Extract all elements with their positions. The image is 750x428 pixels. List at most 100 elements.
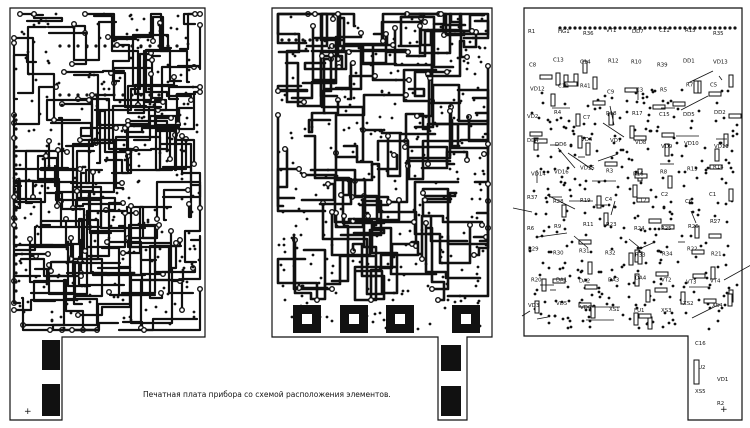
- via-hole: [547, 225, 551, 229]
- via-hole: [729, 166, 733, 170]
- solder-pad: [196, 204, 203, 211]
- ic-pin-pad: [301, 38, 305, 42]
- via-hole: [69, 254, 73, 258]
- via-hole: [185, 285, 189, 289]
- via-hole: [668, 210, 672, 214]
- solder-pad: [196, 83, 203, 90]
- via-hole: [727, 286, 731, 290]
- via-hole: [351, 150, 355, 154]
- ic-pin-pad: [573, 26, 577, 30]
- via-hole: [93, 137, 97, 141]
- component-body: [714, 148, 720, 162]
- via-hole: [23, 216, 27, 220]
- via-hole: [439, 25, 443, 29]
- via-hole: [166, 136, 170, 140]
- copper-trace: [369, 240, 420, 302]
- via-hole: [392, 255, 396, 259]
- component-designator: R17: [632, 111, 643, 117]
- ic-pin-pad: [76, 93, 80, 97]
- component-lead: [723, 265, 750, 281]
- solder-pad: [325, 180, 332, 187]
- via-hole: [614, 193, 618, 197]
- via-hole: [708, 283, 712, 287]
- copper-trace: [155, 180, 202, 264]
- component-designator: C14: [580, 59, 591, 65]
- copper-trace: [49, 121, 118, 138]
- via-hole: [282, 243, 286, 247]
- via-hole: [293, 54, 297, 58]
- via-hole: [587, 315, 591, 319]
- ic-pin-pad: [14, 244, 18, 248]
- via-hole: [669, 217, 673, 221]
- via-hole: [573, 177, 577, 181]
- via-hole: [408, 41, 412, 45]
- solder-pad: [338, 191, 345, 198]
- solder-pad: [471, 251, 478, 258]
- via-hole: [566, 166, 570, 170]
- component-body: [578, 239, 592, 245]
- via-hole: [576, 268, 580, 272]
- via-hole: [703, 146, 707, 150]
- component-designator: FU2: [695, 365, 705, 371]
- copper-trace: [421, 187, 490, 246]
- component-designator: DD4: [527, 138, 539, 144]
- via-hole: [374, 52, 378, 56]
- via-hole: [15, 205, 19, 209]
- via-hole: [122, 143, 126, 147]
- via-hole: [537, 116, 541, 120]
- via-hole: [392, 37, 396, 41]
- component-designator: DD5: [683, 112, 695, 118]
- via-hole: [22, 32, 26, 36]
- via-hole: [59, 315, 63, 319]
- via-hole: [54, 12, 58, 16]
- component-designator: R14: [713, 165, 724, 171]
- via-hole: [280, 98, 284, 102]
- via-hole: [598, 295, 602, 299]
- via-hole: [452, 116, 456, 120]
- via-hole: [112, 201, 116, 205]
- via-hole: [692, 290, 696, 294]
- via-hole: [580, 259, 584, 263]
- via-hole: [281, 284, 285, 288]
- fuse-body: [693, 359, 700, 385]
- via-hole: [460, 141, 464, 145]
- via-hole: [292, 264, 296, 268]
- via-hole: [605, 302, 609, 306]
- via-hole: [680, 234, 684, 238]
- via-hole: [618, 116, 622, 120]
- via-hole: [528, 249, 532, 253]
- via-hole: [457, 144, 461, 148]
- ic-pin-pad: [723, 26, 727, 30]
- via-hole: [539, 167, 543, 171]
- via-hole: [478, 182, 482, 186]
- via-hole: [418, 252, 422, 256]
- ic-pin-pad: [623, 26, 627, 30]
- via-hole: [327, 122, 331, 126]
- solder-pad: [385, 132, 392, 139]
- component-designator: DD1: [683, 58, 695, 64]
- via-hole: [187, 68, 191, 72]
- ic-pin-pad: [103, 93, 107, 97]
- via-hole: [378, 115, 382, 119]
- via-hole: [655, 129, 659, 133]
- via-hole: [656, 249, 660, 253]
- via-hole: [107, 87, 111, 91]
- via-hole: [291, 76, 295, 80]
- via-hole: [393, 179, 397, 183]
- solder-pad: [176, 236, 183, 243]
- pcb-left-board: +: [9, 7, 206, 421]
- via-hole: [731, 129, 735, 133]
- via-hole: [444, 23, 448, 27]
- via-hole: [178, 113, 182, 117]
- via-hole: [314, 193, 318, 197]
- via-hole: [716, 201, 720, 205]
- via-hole: [665, 245, 669, 249]
- via-hole: [356, 26, 360, 30]
- via-hole: [555, 118, 559, 122]
- via-hole: [65, 261, 69, 265]
- via-hole: [567, 299, 571, 303]
- via-hole: [456, 56, 460, 60]
- via-hole: [582, 136, 586, 140]
- via-hole: [146, 220, 150, 224]
- solder-pad: [444, 68, 451, 75]
